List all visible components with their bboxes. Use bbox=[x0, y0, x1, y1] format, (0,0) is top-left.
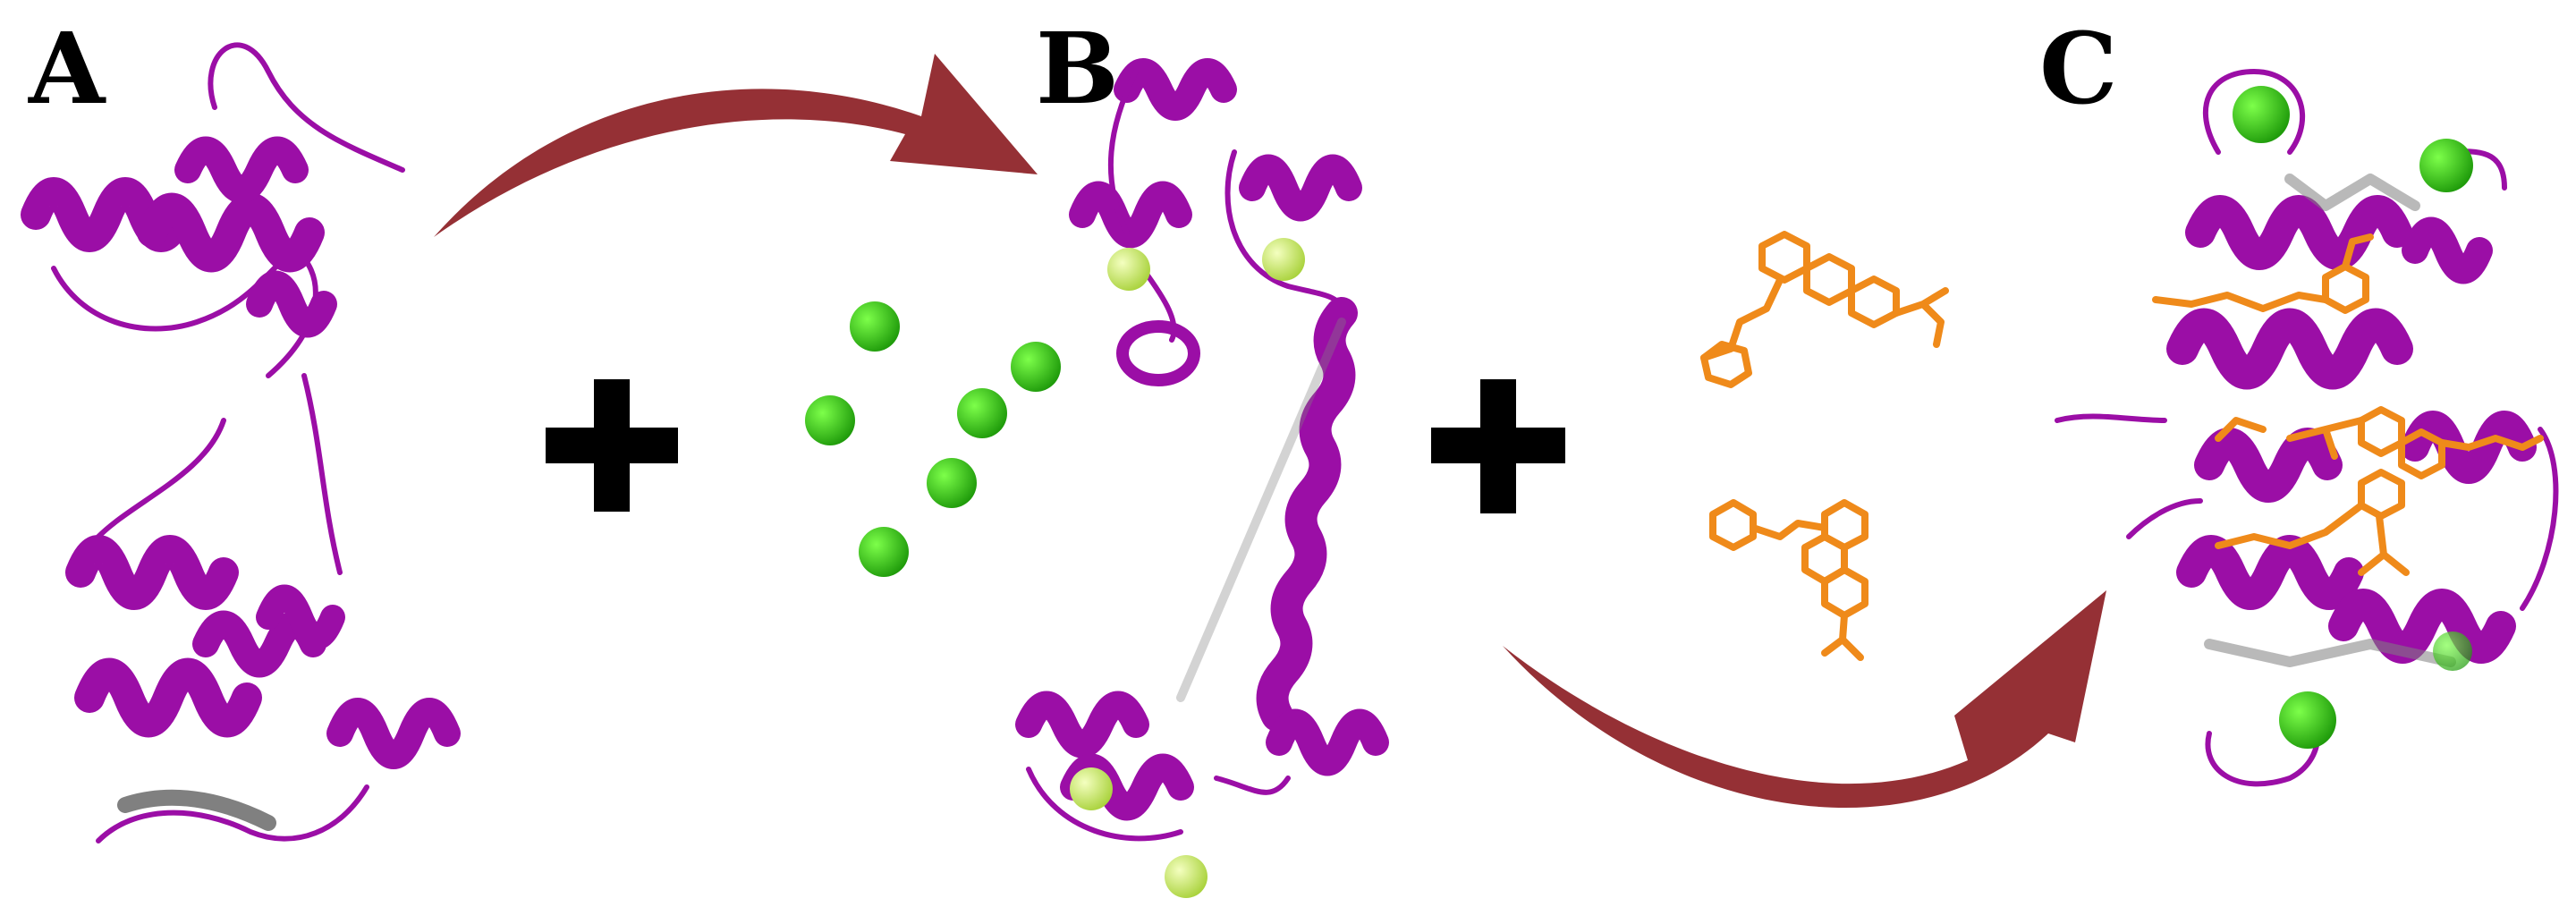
arrow-a-to-b-icon bbox=[434, 54, 1038, 237]
complex-calcium-ions-icon bbox=[2233, 86, 2473, 749]
bound-calcium-ions-icon bbox=[1070, 238, 1305, 898]
plus-operator-2-icon bbox=[1431, 379, 1565, 513]
panel-label-c: C bbox=[2039, 11, 2118, 126]
arrow-b-to-c-icon bbox=[1503, 590, 2106, 809]
calcium-ions-icon bbox=[805, 301, 1061, 577]
ligand-molecule-1-icon bbox=[1700, 231, 1949, 388]
ligand-molecule-2-icon bbox=[1709, 499, 1868, 661]
protein-b-icon bbox=[1015, 58, 1389, 842]
plus-operator-1-icon bbox=[546, 379, 678, 512]
protein-a-icon bbox=[21, 42, 461, 843]
panel-label-a: A bbox=[29, 11, 106, 126]
panel-label-b: B bbox=[1036, 11, 1119, 126]
protein-c-icon bbox=[2055, 69, 2559, 787]
